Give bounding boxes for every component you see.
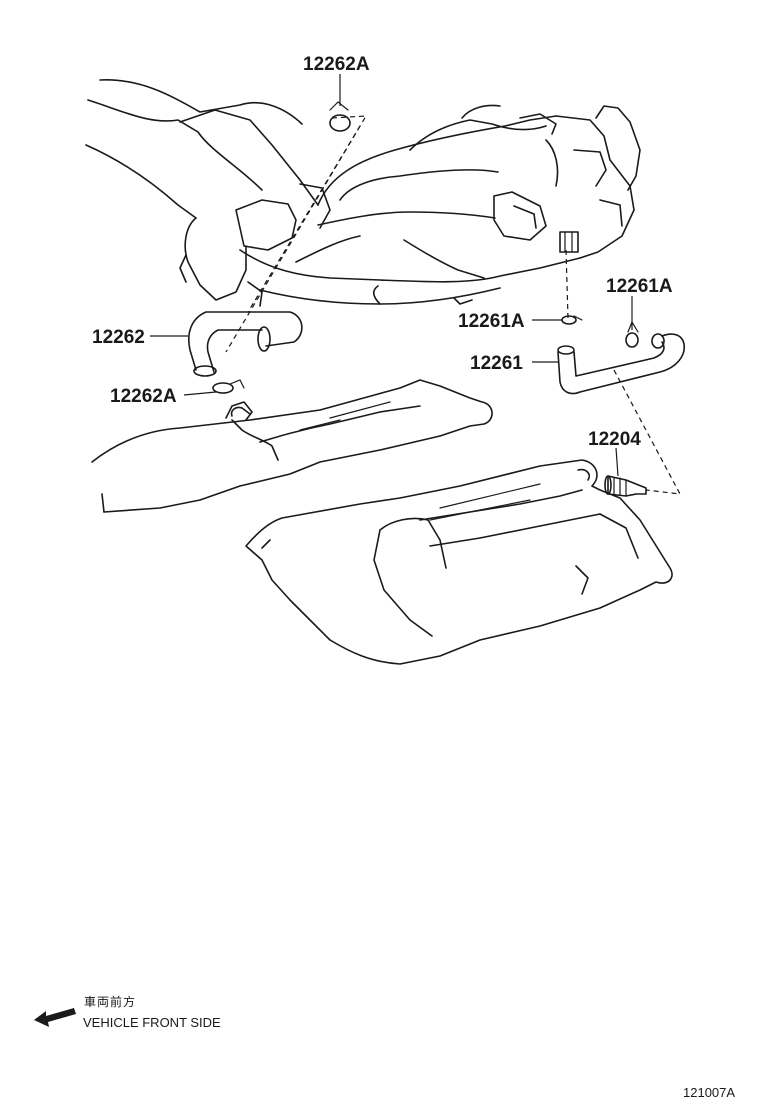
intake-manifold-drawing — [85, 79, 641, 307]
vehicle-front-side-japanese: 車両前方 — [84, 995, 137, 1009]
clip-12262A-left-drawing — [212, 379, 245, 394]
clip-12261A-center-drawing — [561, 315, 583, 325]
left-head-port-drawing — [230, 406, 251, 417]
part-label-12204: 12204 — [588, 429, 641, 450]
pcv-valve-12204-drawing — [604, 475, 647, 497]
diagram-code: 121007A — [683, 1085, 736, 1100]
vehicle-front-side-label: VEHICLE FRONT SIDE — [83, 1015, 221, 1030]
hose-12262-drawing — [188, 311, 303, 377]
right-valve-cover-drawing — [245, 459, 673, 665]
hose-12261-drawing — [557, 333, 685, 395]
assembly-guide-lines — [225, 115, 682, 495]
part-label-12261: 12261 — [470, 353, 523, 374]
leader-lines — [150, 74, 633, 477]
part-label-12261A-right: 12261A — [606, 276, 673, 297]
arrow-left-icon — [34, 1008, 76, 1027]
part-label-12261A-center: 12261A — [458, 311, 525, 332]
part-label-12262: 12262 — [92, 327, 145, 348]
part-label-12262A-top: 12262A — [303, 54, 370, 75]
left-valve-cover-drawing — [91, 379, 493, 513]
part-label-12262A-left: 12262A — [110, 386, 177, 407]
clip-12262A-top-drawing — [329, 101, 351, 132]
